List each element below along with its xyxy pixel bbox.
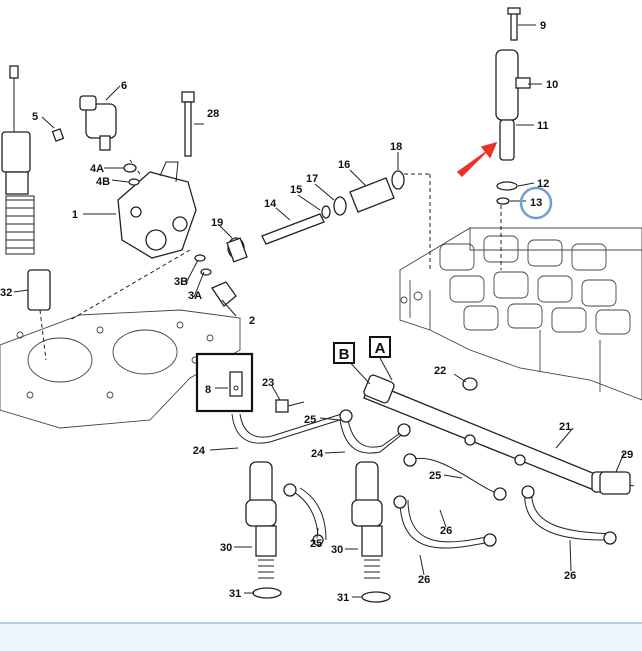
callout-5: 5 [32, 111, 38, 123]
seal-22 [462, 377, 478, 391]
callout-18: 18 [390, 141, 402, 153]
blue-highlight-circle [519, 186, 553, 220]
callout-9: 9 [540, 20, 546, 32]
callout-3b: 3B [174, 276, 188, 288]
callout-13: 13 [530, 197, 542, 209]
callout-25-top: 25 [304, 414, 316, 426]
callout-26-bottom: 26 [418, 574, 430, 586]
callout-8: 8 [205, 384, 211, 396]
exploded-parts-diagram: B A 1 2 3A 3B 4A 4B 5 6 8 9 10 11 12 13 … [0, 7, 642, 604]
solenoid-valve [79, 95, 140, 186]
callout-28: 28 [207, 108, 219, 120]
callout-22: 22 [434, 365, 446, 377]
boxed-label-b: B [333, 342, 355, 364]
callout-32: 32 [0, 287, 12, 299]
callout-4a: 4A [90, 163, 104, 175]
callout-2: 2 [249, 315, 255, 327]
boxed-label-a: A [369, 336, 391, 358]
callout-25-middle: 25 [429, 470, 441, 482]
bolt-28 [181, 91, 195, 157]
callout-17: 17 [306, 173, 318, 185]
injector-assembly [495, 7, 531, 205]
connector-tube-assembly [226, 170, 431, 270]
callout-21: 21 [559, 421, 571, 433]
callout-30-left: 30 [220, 542, 232, 554]
boxed-label-b-text: B [339, 346, 350, 363]
callout-24-right: 24 [311, 448, 324, 460]
callout-10: 10 [546, 79, 558, 91]
callout-31-right: 31 [337, 592, 349, 604]
callout-24-left: 24 [193, 445, 206, 457]
footer-bar [0, 622, 642, 651]
callout-19: 19 [211, 217, 223, 229]
callout-3a: 3A [188, 290, 202, 302]
bolt-23 [275, 399, 305, 413]
cylinder-head-outline [399, 205, 642, 401]
callout-6: 6 [121, 80, 127, 92]
high-pressure-pipes [231, 409, 617, 549]
callout-14: 14 [264, 198, 277, 210]
callout-11: 11 [537, 120, 549, 132]
callout-30-right: 30 [331, 544, 343, 556]
callout-12: 12 [537, 178, 549, 190]
pump-housing [69, 159, 197, 321]
callout-15: 15 [290, 184, 302, 196]
pressure-sensor-29 [599, 471, 631, 495]
clip-8-inset [195, 352, 254, 413]
callout-26-middle: 26 [440, 525, 452, 537]
callout-23: 23 [262, 377, 274, 389]
callout-29: 29 [621, 449, 633, 461]
callout-25-bottom: 25 [310, 538, 322, 550]
lower-injectors [245, 461, 391, 603]
callout-1: 1 [72, 209, 78, 221]
boxed-label-a-text: A [375, 340, 386, 357]
unit-pump-assembly [1, 65, 51, 361]
callout-labels: 1 2 3A 3B 4A 4B 5 6 8 9 10 11 12 13 14 1… [0, 20, 633, 604]
callout-4b: 4B [96, 176, 110, 188]
callout-16: 16 [338, 159, 350, 171]
callout-26-right: 26 [564, 570, 576, 582]
red-highlight-arrow [456, 141, 498, 178]
callout-31-left: 31 [229, 588, 241, 600]
plug-5 [51, 128, 65, 142]
